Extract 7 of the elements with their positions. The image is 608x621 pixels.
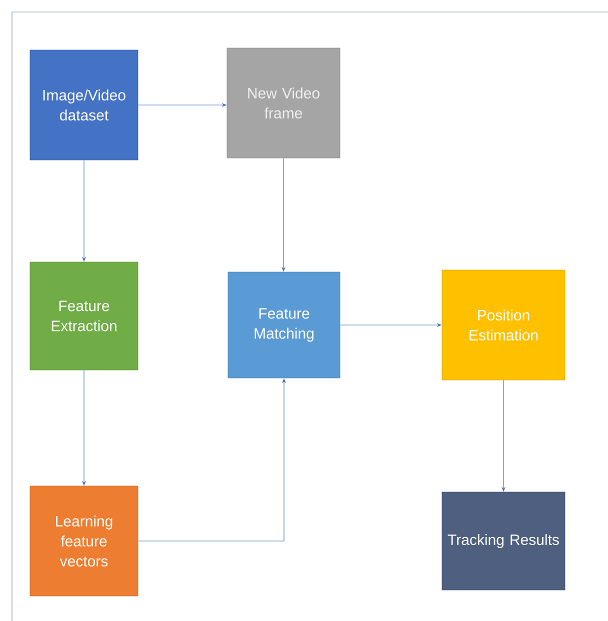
process-box: Feature Extraction — [30, 262, 138, 370]
process-box: Tracking Results — [442, 492, 566, 590]
process-box: Position Estimation — [442, 270, 566, 380]
process-box: Image/Video dataset — [30, 50, 138, 160]
process-box: Learning feature vectors — [30, 486, 138, 596]
process-box: New Video frame — [226, 48, 340, 158]
process-box: Feature Matching — [228, 272, 340, 378]
